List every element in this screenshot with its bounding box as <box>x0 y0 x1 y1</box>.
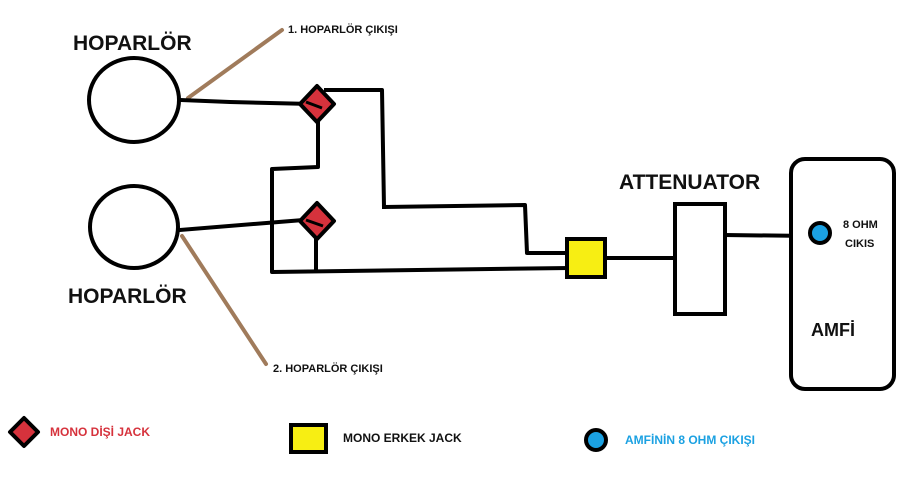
speaker-2-circle <box>88 184 180 270</box>
attenuator-box <box>673 202 727 316</box>
leader-line-speaker-2 <box>180 234 268 366</box>
legend-male-jack-icon <box>289 423 328 454</box>
wire-speaker2-to-jack2 <box>177 217 306 233</box>
wire-right-bus-to-male-jack <box>381 203 570 255</box>
speaker-1-circle <box>87 56 181 144</box>
wire-jack1-down-to-left-loop <box>270 118 571 274</box>
speaker-2-label: HOPARLÖR <box>68 285 187 308</box>
wires <box>177 88 813 274</box>
legend-male-jack-label: MONO ERKEK JACK <box>343 431 462 445</box>
wire-jack1-to-right-bus <box>324 88 387 210</box>
speaker-2-output-label: 2. HOPARLÖR ÇIKIŞI <box>273 362 383 375</box>
legend-amp-output: AMFİNİN 8 OHM ÇIKIŞI <box>584 428 755 452</box>
male-jack <box>565 237 607 279</box>
female-jack-1 <box>298 84 336 124</box>
leader-line-speaker-1 <box>186 28 284 100</box>
legend: MONO DİŞİ JACK MONO ERKEK JACK AMFİNİN 8… <box>8 416 755 454</box>
amp-box <box>789 157 896 391</box>
leader-lines <box>180 28 284 366</box>
legend-amp-output-label: AMFİNİN 8 OHM ÇIKIŞI <box>625 432 755 447</box>
legend-female-jack: MONO DİŞİ JACK <box>8 416 150 448</box>
legend-male-jack: MONO ERKEK JACK <box>289 423 462 454</box>
amp-output-label-line2: CIKIS <box>845 238 874 250</box>
amp-output-dot <box>808 221 832 245</box>
amp-output-label-line1: 8 OHM <box>843 219 878 231</box>
attenuator-label: ATTENUATOR <box>619 171 760 194</box>
speaker-1-label: HOPARLÖR <box>73 32 192 55</box>
speaker-1-output-label: 1. HOPARLÖR ÇIKIŞI <box>288 23 398 36</box>
legend-female-jack-label: MONO DİŞİ JACK <box>50 424 150 439</box>
female-jack-2 <box>298 201 336 241</box>
legend-female-jack-icon <box>8 416 40 448</box>
wire-speaker1-to-jack1 <box>177 97 313 107</box>
amp-label: AMFİ <box>811 320 855 340</box>
legend-amp-output-icon <box>584 428 608 452</box>
